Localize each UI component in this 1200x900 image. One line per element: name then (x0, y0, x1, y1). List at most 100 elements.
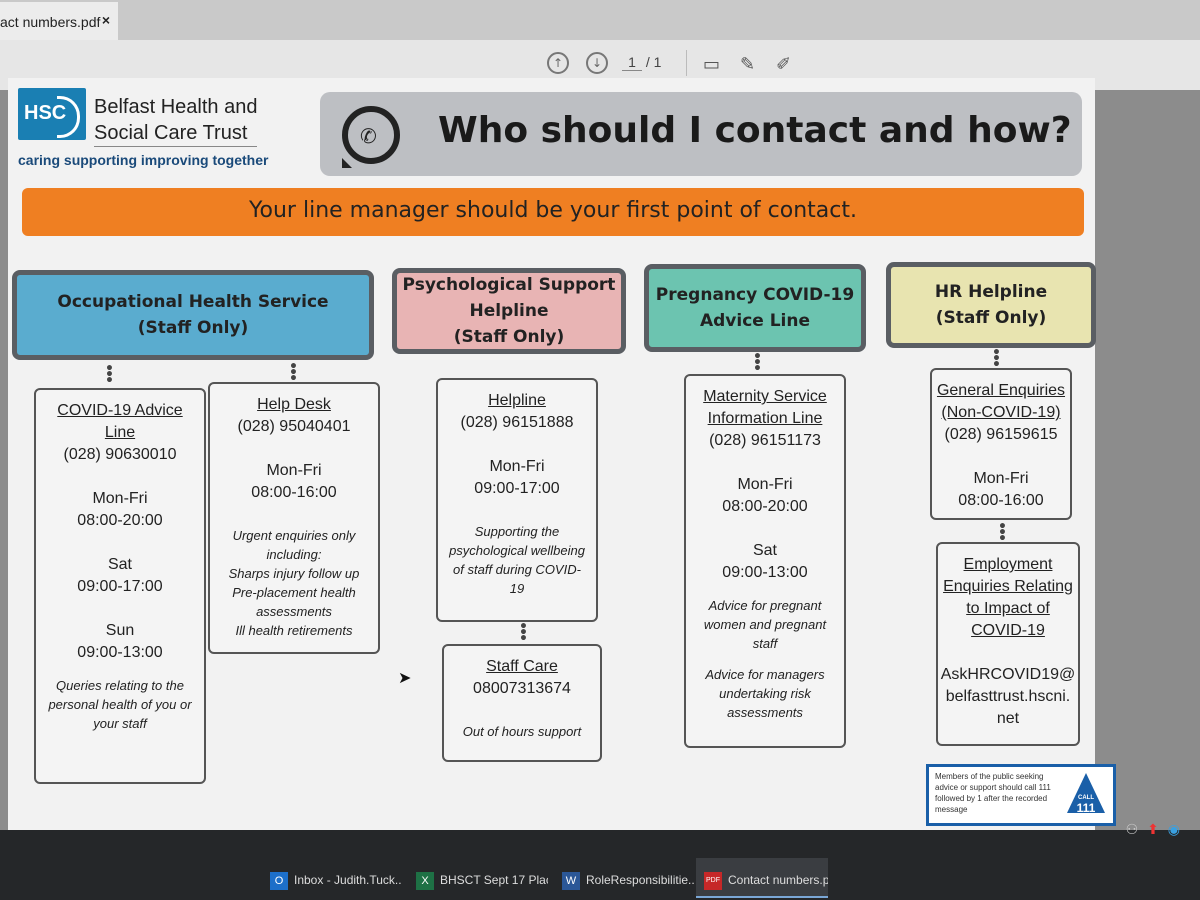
connector-dots: ••• (998, 519, 1007, 547)
email-address[interactable]: net (996, 710, 1020, 727)
browser-tab-bar: act numbers.pdf × (0, 0, 1200, 40)
card-title[interactable]: (Non-COVID-19) (941, 404, 1061, 421)
call-111-badge-top: CALL (1078, 795, 1094, 801)
taskbar-label: RoleResponsibilitie... (586, 873, 694, 888)
card-note: women and pregnant (703, 617, 827, 632)
card-title[interactable]: Employment (963, 556, 1053, 573)
mouse-cursor-icon: ➤ (398, 668, 412, 687)
up-arrow-icon[interactable]: ⬆ (1147, 822, 1159, 838)
phone-number: (028) 96159615 (944, 426, 1058, 443)
taskbar-label: Contact numbers.p... (728, 873, 828, 888)
hours-label: Mon-Fri (92, 490, 148, 507)
trust-name-line2: Social Care Trust (94, 120, 258, 147)
taskbar-item-pdf[interactable]: PDF Contact numbers.p... (696, 858, 828, 898)
card-psych-helpline: Helpline (028) 96151888 Mon-Fri 09:00-17… (436, 378, 598, 622)
card-title[interactable]: Enquiries Relating (943, 578, 1073, 595)
trust-tagline: caring supporting improving together (18, 152, 269, 168)
card-title[interactable]: General Enquiries (936, 382, 1066, 399)
card-title[interactable]: Helpline (488, 392, 546, 409)
hours-label: Sun (105, 622, 135, 639)
excel-icon: X (416, 872, 434, 890)
card-title[interactable]: Staff Care (486, 658, 558, 675)
hours-label: Sat (752, 542, 777, 559)
hours-value: 09:00-13:00 (77, 644, 163, 661)
hsc-logo-icon: HSC (18, 88, 86, 140)
card-title[interactable]: Help Desk (257, 396, 331, 413)
card-covid-advice-line: COVID-19 Advice Line (028) 90630010 Mon-… (34, 388, 206, 784)
card-note: assessments (256, 604, 332, 619)
card-title[interactable]: COVID-19 (971, 622, 1045, 639)
card-note: Sharps injury follow up (228, 566, 360, 581)
email-address[interactable]: belfasttrust.hscni. (945, 688, 1071, 705)
call-111-icon: CALL 111 (1067, 773, 1105, 813)
card-note: undertaking risk (719, 686, 811, 701)
trust-logo: HSC Belfast Health and Social Care Trust… (18, 88, 288, 168)
card-general-enquiries: General Enquiries (Non-COVID-19) (028) 9… (930, 368, 1072, 520)
card-note: Advice for pregnant (708, 598, 822, 613)
tab-title: act numbers.pdf (0, 14, 101, 30)
hours-label: Mon-Fri (737, 476, 793, 493)
phone-number: (028) 96151888 (460, 414, 574, 431)
header-line: Advice Line (699, 311, 811, 331)
skype-icon[interactable]: ◉ (1167, 822, 1180, 838)
header-line: (Staff Only) (137, 318, 249, 338)
line-manager-banner: Your line manager should be your first p… (22, 188, 1084, 236)
header-line: Occupational Health Service (57, 292, 329, 312)
hours-label: Mon-Fri (489, 458, 545, 475)
hours-value: 08:00-16:00 (251, 484, 337, 501)
card-note: including: (266, 547, 322, 562)
trust-name-line1: Belfast Health and (94, 96, 258, 118)
header-line: Psychological Support (402, 275, 616, 295)
pdf-icon: PDF (704, 872, 722, 890)
card-title[interactable]: Information Line (707, 410, 823, 427)
close-icon[interactable]: × (101, 12, 110, 28)
connector-dots: ••• (753, 349, 762, 377)
page-indicator: 1 / 1 (622, 54, 661, 71)
next-page-icon[interactable]: ↓ (586, 52, 608, 74)
card-note: Ill health retirements (235, 623, 353, 638)
page-total: / 1 (645, 54, 662, 70)
browser-tab-pdf[interactable]: act numbers.pdf × (0, 2, 118, 40)
email-address[interactable]: AskHRCOVID19@ (940, 666, 1076, 683)
comment-icon[interactable]: ▭ (703, 54, 721, 75)
card-title[interactable]: Maternity Service (703, 388, 827, 405)
header-occupational-health: Occupational Health Service (Staff Only) (12, 270, 374, 360)
card-note: 19 (509, 581, 525, 596)
connector-dots: ••• (992, 345, 1001, 373)
card-note: Out of hours support (462, 724, 582, 739)
hours-value: 09:00-17:00 (474, 480, 560, 497)
header-line: Pregnancy COVID-19 (655, 285, 855, 305)
card-note: personal health of you or (48, 697, 192, 712)
card-maternity-information-line: Maternity Service Information Line (028)… (684, 374, 846, 748)
whatsapp-icon: ✆ (342, 106, 400, 168)
header-line: (Staff Only) (453, 327, 565, 347)
phone-number: (028) 96151173 (709, 432, 821, 449)
card-title[interactable]: Line (104, 424, 136, 441)
hours-value: 08:00-20:00 (77, 512, 163, 529)
draw-pen-icon[interactable]: ✎ (740, 54, 756, 75)
page-number-input[interactable]: 1 (622, 54, 642, 71)
hours-value: 08:00-16:00 (958, 492, 1044, 509)
card-staff-care: Staff Care 08007313674 Out of hours supp… (442, 644, 602, 762)
people-icon[interactable]: ⚇ (1125, 822, 1139, 838)
card-note: Queries relating to the (56, 678, 184, 693)
outlook-icon: O (270, 872, 288, 890)
hours-label: Sat (107, 556, 132, 573)
toolbar-divider (686, 50, 687, 76)
card-title[interactable]: COVID-19 Advice (57, 402, 183, 419)
card-help-desk: Help Desk (028) 95040401 Mon-Fri 08:00-1… (208, 382, 380, 654)
call-111-text: Members of the public seeking advice or … (935, 772, 1051, 814)
call-111-badge-number: 111 (1076, 801, 1096, 815)
header-line: Helpline (469, 301, 549, 321)
hours-value: 09:00-13:00 (722, 564, 808, 581)
previous-page-icon[interactable]: ↑ (547, 52, 569, 74)
card-note: assessments (727, 705, 803, 720)
card-title[interactable]: to Impact of (966, 600, 1050, 617)
connector-dots: ••• (289, 359, 298, 387)
card-note: Urgent enquiries only (232, 528, 356, 543)
highlight-icon[interactable]: ✐ (776, 54, 792, 75)
